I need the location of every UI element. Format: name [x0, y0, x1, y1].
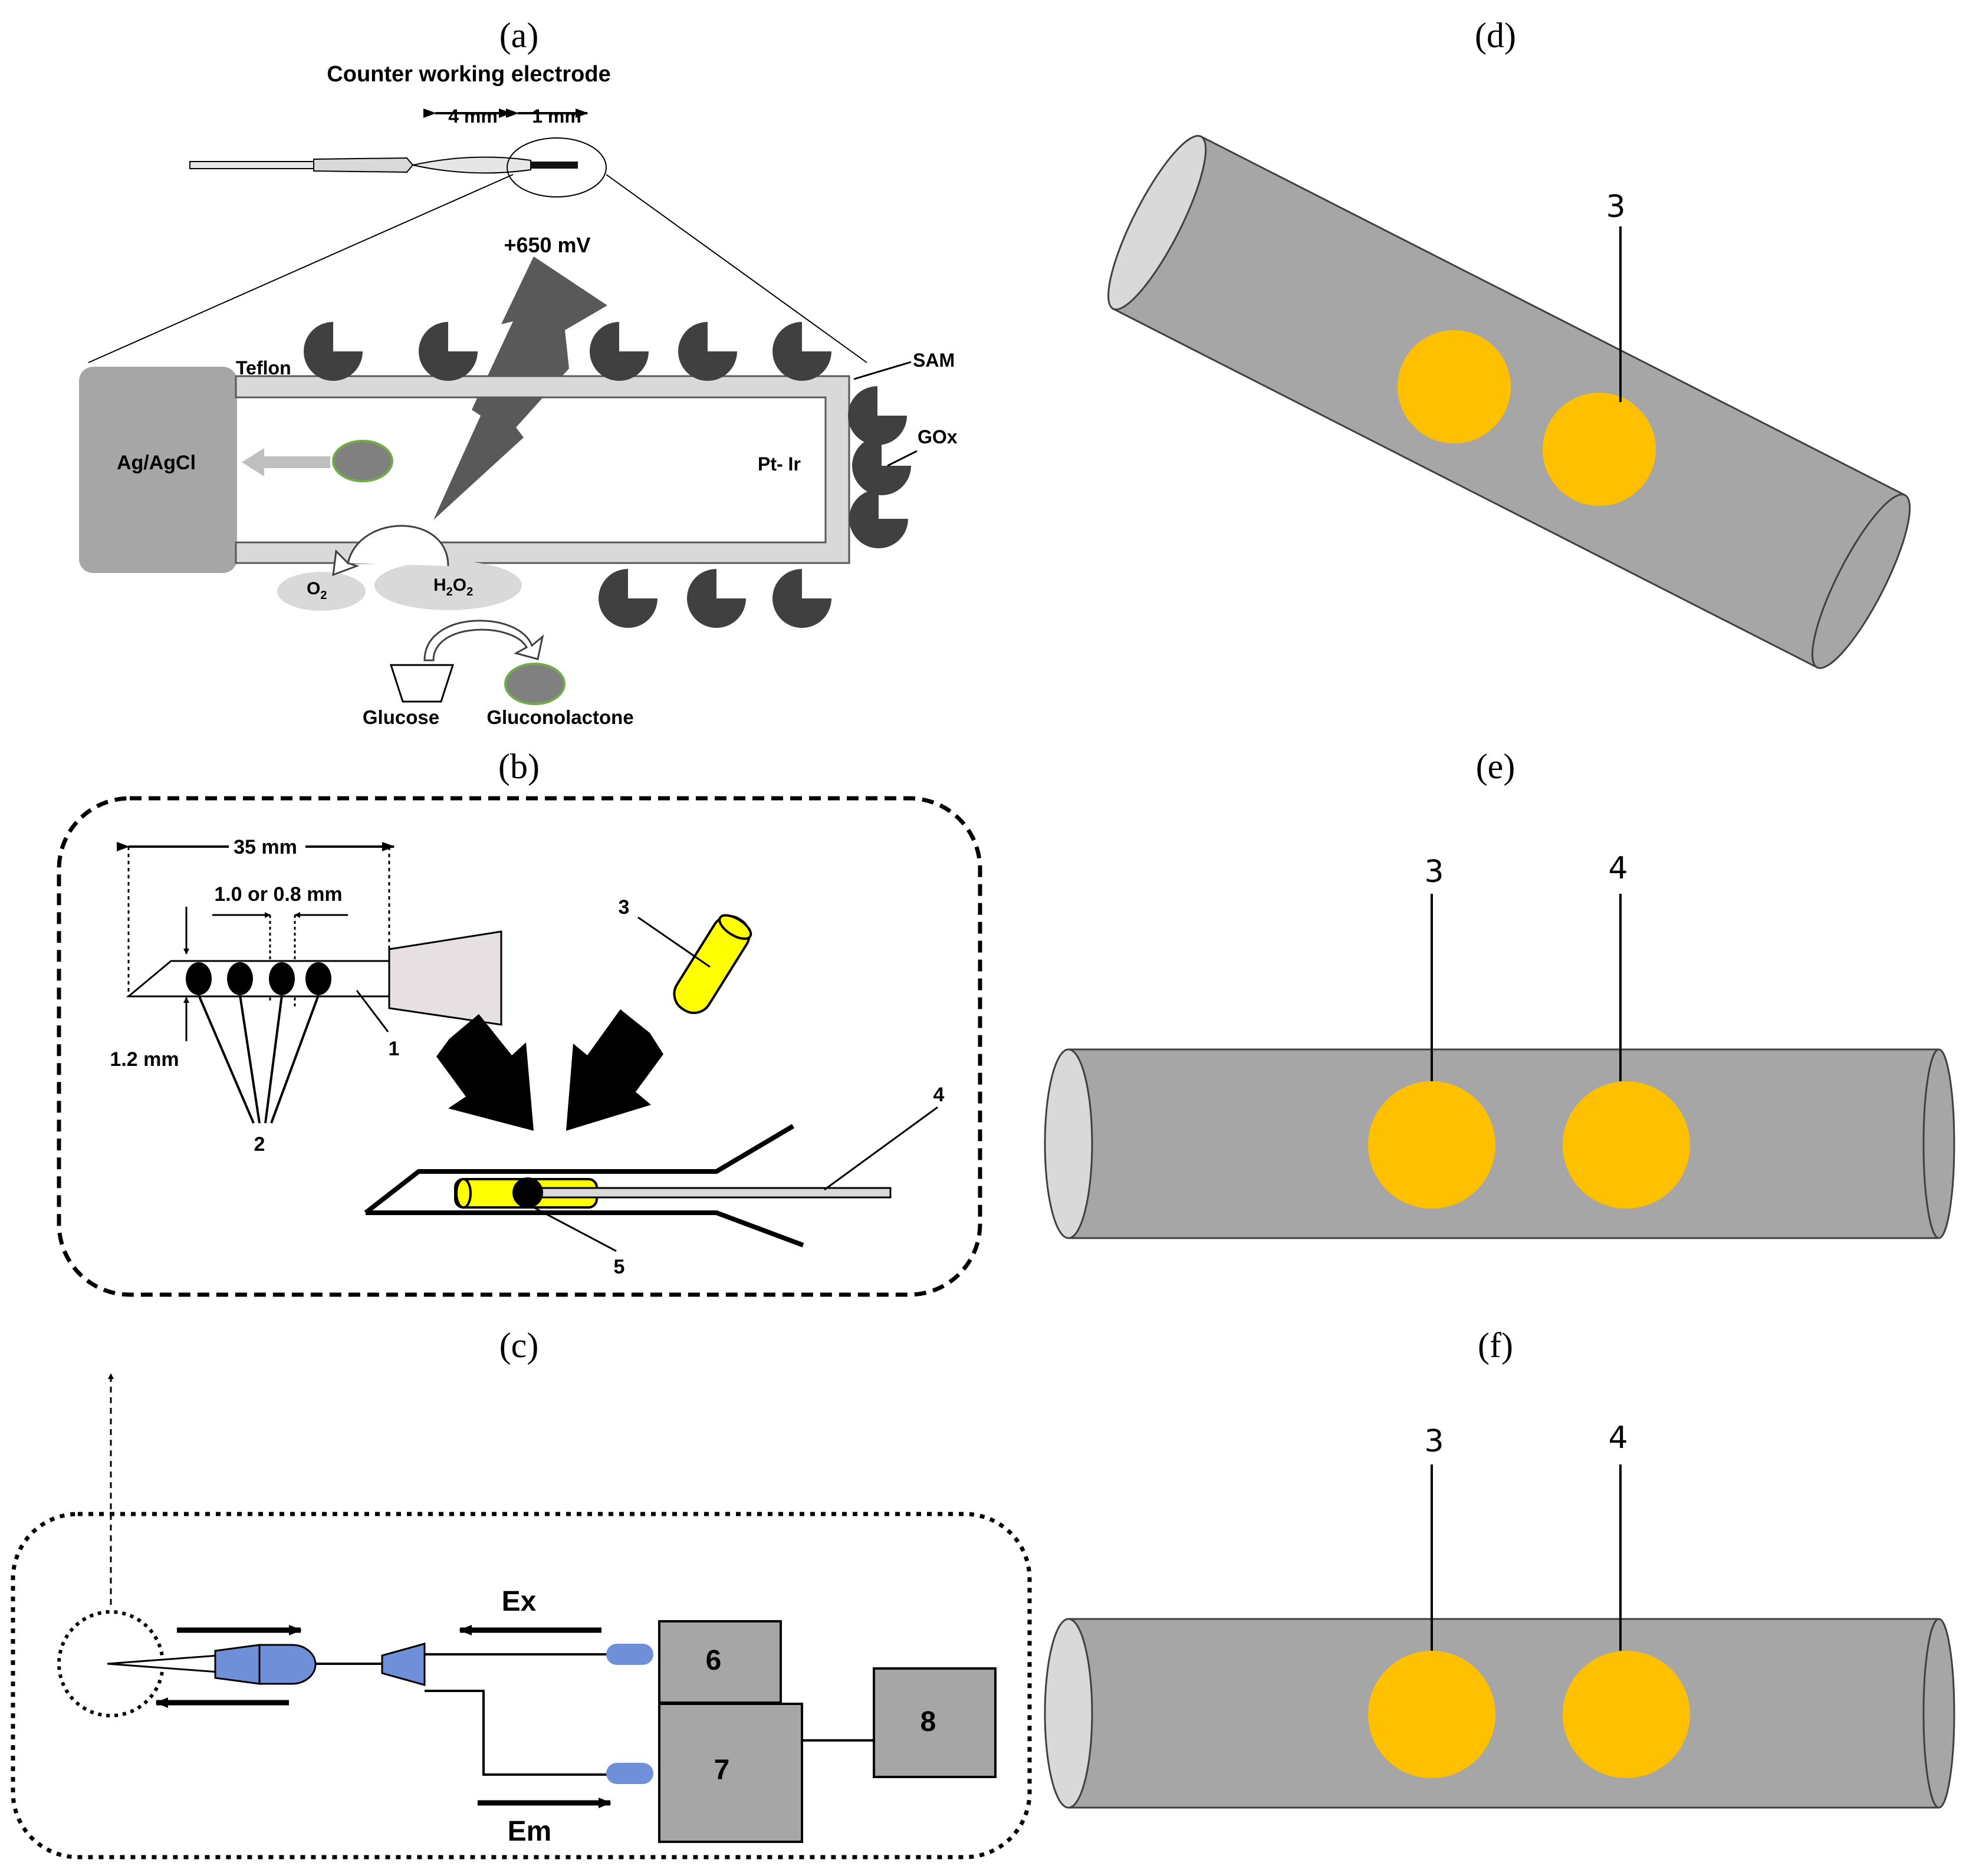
- fiber-4: [518, 1187, 892, 1199]
- panel-b: (b) 35 mm 1.0 or 0.8 mm 1.2 mm: [57, 747, 982, 1297]
- plug-7: [606, 1763, 653, 1784]
- label-e-4: 4: [1608, 851, 1628, 886]
- splitter: [381, 1643, 426, 1686]
- assembly: [364, 1124, 892, 1248]
- needle-1: [126, 960, 390, 998]
- gluconolactone-blob: [332, 440, 393, 482]
- panel-b-dashed-frame: [57, 796, 982, 1297]
- probe-needle: [107, 1654, 219, 1673]
- label-d-3: 3: [1606, 189, 1625, 225]
- gold-spot-left: [1398, 330, 1511, 443]
- panel-d-label: (d): [1475, 16, 1516, 55]
- panel-c: (c) Ex Em 6 7 8: [11, 1326, 1032, 1859]
- ex-label: Ex: [502, 1586, 537, 1617]
- teflon-frame: [235, 375, 850, 564]
- voltage-label: +650 mV: [504, 233, 590, 257]
- box-7-label: 7: [714, 1755, 730, 1786]
- panel-e-label: (e): [1476, 747, 1515, 786]
- panel-b-label: (b): [498, 747, 540, 786]
- down-arrow-left: [436, 1014, 534, 1131]
- box-8-label: 8: [920, 1706, 936, 1737]
- plug-6: [606, 1644, 653, 1665]
- label-4: 4: [933, 1084, 945, 1106]
- panel-c-dotted-frame: [11, 1512, 1032, 1859]
- gox-pointer: [887, 450, 918, 467]
- label-2: 2: [254, 1133, 265, 1156]
- gold-spot-e-3: [1368, 1081, 1495, 1209]
- label-1: 1: [389, 1038, 400, 1060]
- glucose-cup: [389, 664, 455, 703]
- o2-label: O2: [307, 579, 327, 602]
- zoom-circle: [507, 137, 607, 198]
- panel-e: (e) 3 4: [1044, 747, 1955, 1239]
- h2o2-curved-arrow: [332, 525, 449, 577]
- transfer-arrow: [242, 448, 330, 476]
- gluconolactone-ellipse: [504, 663, 566, 705]
- dim-1mm-label: 1 mm: [532, 106, 581, 127]
- gold-spot-e-4: [1563, 1081, 1690, 1209]
- probe-connector: [258, 1644, 317, 1685]
- dim-35mm-label: 35 mm: [234, 836, 297, 858]
- cylinder-f-body: [1067, 1618, 1940, 1809]
- gold-spot-3: [1543, 393, 1656, 506]
- box-7: [658, 1703, 803, 1843]
- pt-ir-label: Pt- Ir: [758, 453, 801, 475]
- beads-2: [186, 962, 331, 995]
- label-3: 3: [619, 896, 630, 919]
- label-e-3: 3: [1424, 854, 1444, 890]
- panel-c-label: (c): [499, 1326, 539, 1365]
- gold-spot-f-4: [1563, 1651, 1690, 1778]
- panel-a-label: (a): [499, 16, 539, 55]
- o2-ellipse: [277, 572, 366, 611]
- dim-diameter-label: 1.2 mm: [110, 1048, 179, 1071]
- panel-d: (d) 3: [1107, 16, 1911, 669]
- label-f-4: 4: [1608, 1420, 1628, 1456]
- sam-label: SAM: [913, 350, 955, 371]
- zoom-line-left: [88, 174, 514, 363]
- box-8: [873, 1667, 997, 1778]
- ag-agcl-label: Ag/AgCl: [117, 452, 196, 474]
- label-f-3: 3: [1424, 1424, 1444, 1459]
- box-6-label: 6: [706, 1645, 722, 1676]
- panel-f: (f) 3 4: [1044, 1326, 1955, 1809]
- h2o2-ellipse: [374, 561, 522, 610]
- beads-pointer-lines: [198, 995, 320, 1124]
- h2o2-label: H2O2: [433, 575, 473, 598]
- panel-f-label: (f): [1478, 1326, 1513, 1365]
- cylinder-f-end: [1044, 1618, 1093, 1809]
- sam-pointer: [853, 361, 912, 380]
- needle-hub: [388, 930, 502, 1026]
- teflon-label: Teflon: [236, 357, 291, 379]
- glucose-label: Glucose: [363, 706, 439, 728]
- zoom-line-right: [606, 174, 867, 363]
- ag-agcl-block: [79, 367, 237, 573]
- down-arrow-right: [566, 1009, 663, 1131]
- label-5: 5: [614, 1256, 625, 1278]
- cylinder-e-body: [1067, 1048, 1940, 1239]
- panel-a: (a) Counter working electrode 4 mm 1 mm …: [79, 16, 958, 728]
- gluconolactone-label: Gluconolactone: [486, 706, 633, 728]
- electrode-title: Counter working electrode: [327, 62, 610, 87]
- gox-label: GOx: [918, 426, 958, 447]
- em-label: Em: [508, 1816, 552, 1847]
- yellow-tube-3: [673, 914, 752, 1014]
- gox-enzymes: [304, 322, 911, 628]
- glucose-curved-arrow: [423, 620, 544, 661]
- tilted-cylinder: [1107, 134, 1911, 669]
- gold-spot-f-3: [1368, 1651, 1495, 1778]
- dim-spacing-label: 1.0 or 0.8 mm: [214, 883, 342, 906]
- cylinder-e-end: [1044, 1048, 1093, 1239]
- electrode-sketch: [88, 137, 867, 363]
- dim-4mm-label: 4 mm: [448, 106, 498, 127]
